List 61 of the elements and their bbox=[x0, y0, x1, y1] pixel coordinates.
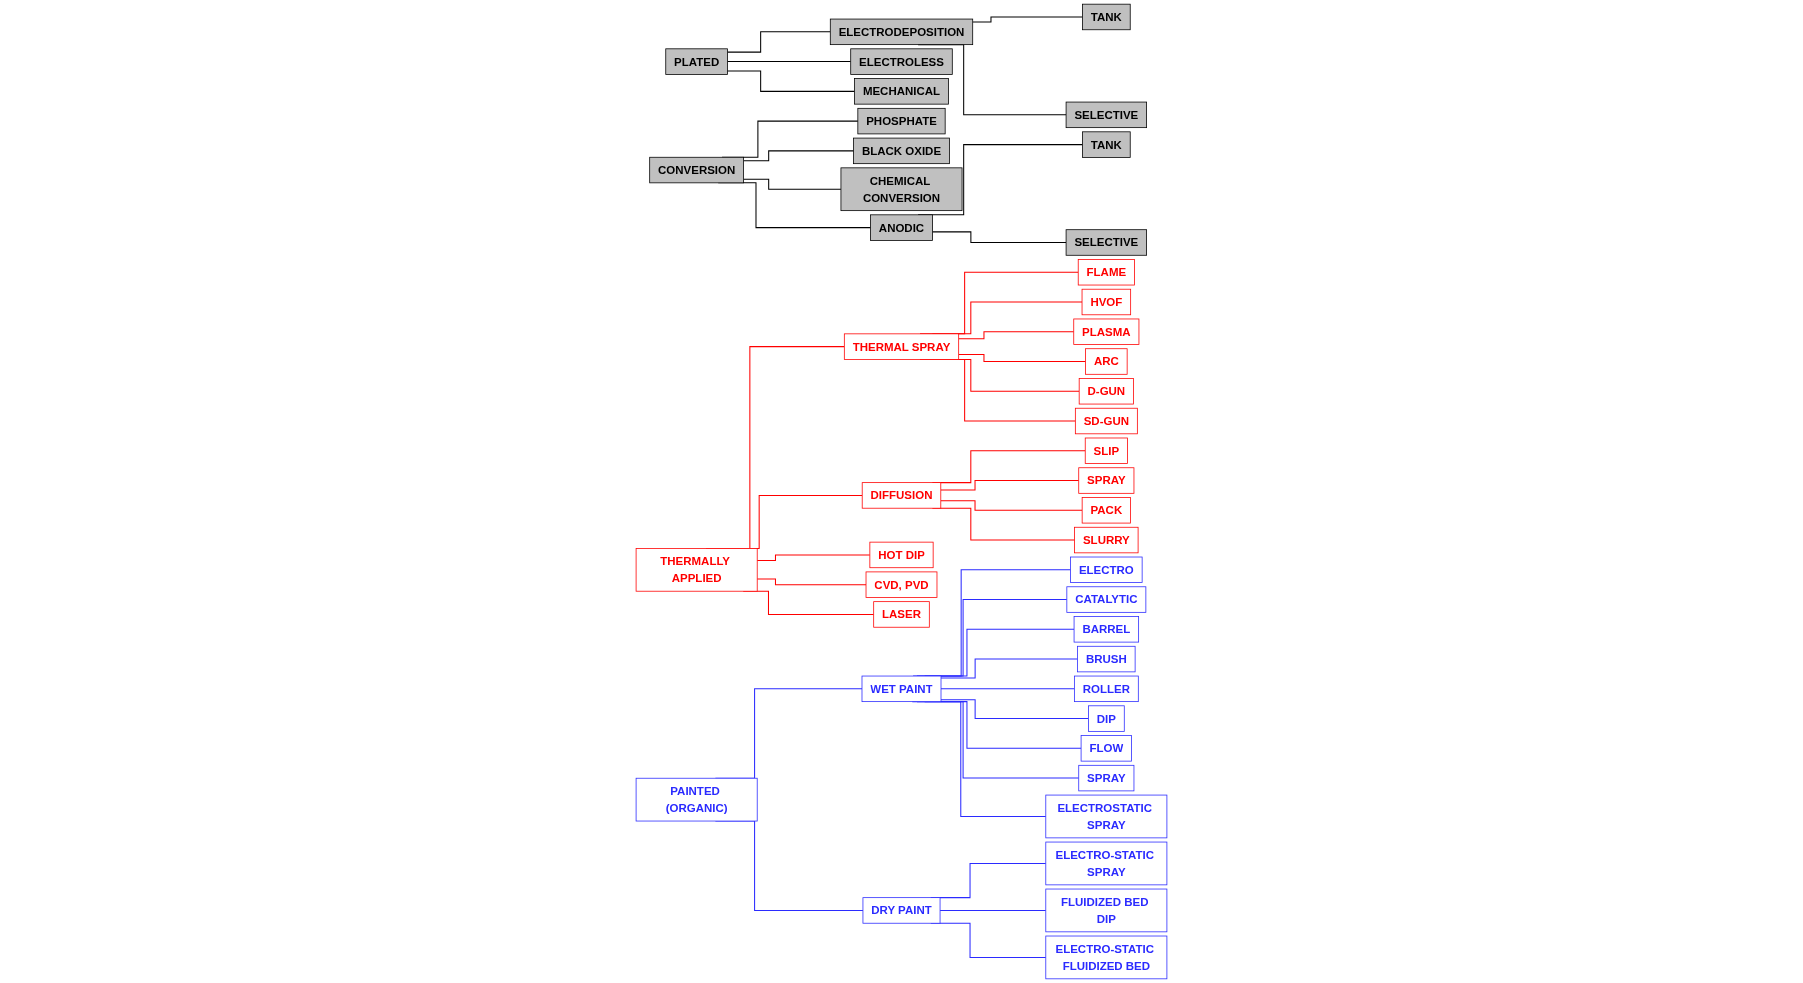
node-box: PACK bbox=[1081, 497, 1131, 524]
connector bbox=[940, 688, 1075, 690]
connector bbox=[932, 231, 1067, 243]
node-box: DIFFUSION bbox=[861, 482, 942, 509]
connector bbox=[727, 61, 852, 63]
connector bbox=[940, 699, 1089, 720]
node-box: SELECTIVE bbox=[1065, 229, 1147, 256]
node-box: CHEMICAL CONVERSION bbox=[840, 167, 963, 212]
node-box: PLATED bbox=[665, 48, 728, 75]
connector bbox=[743, 178, 842, 190]
connector bbox=[939, 909, 1047, 911]
node-box: SD-GUN bbox=[1074, 407, 1138, 435]
node-box: PAINTED (ORGANIC) bbox=[635, 777, 758, 822]
node-box: LASER bbox=[873, 601, 930, 628]
node-box: ROLLER bbox=[1074, 675, 1139, 702]
connector bbox=[940, 658, 1079, 679]
node-box: FLUIDIZED BED DIP bbox=[1045, 888, 1168, 933]
node-box: CVD, PVD bbox=[865, 571, 938, 598]
node-box: ELECTRO bbox=[1070, 556, 1143, 583]
node-box: TANK bbox=[1082, 3, 1131, 31]
node-box: BARREL bbox=[1073, 616, 1140, 643]
node-box: CONVERSION bbox=[649, 156, 744, 184]
connector bbox=[940, 500, 1083, 511]
node-box: SPRAY bbox=[1078, 764, 1135, 792]
node-box: SPRAY bbox=[1078, 467, 1135, 494]
node-box: PHOSPHATE bbox=[857, 107, 946, 135]
connector bbox=[727, 70, 856, 92]
connector bbox=[940, 480, 1080, 491]
node-box: ELECTROSTATIC SPRAY bbox=[1045, 794, 1168, 839]
node-box: THERMAL SPRAY bbox=[843, 333, 960, 360]
node-box: SLIP bbox=[1084, 437, 1128, 464]
connector bbox=[972, 16, 1083, 23]
node-box: SELECTIVE bbox=[1065, 101, 1147, 129]
node-box: HOT DIP bbox=[869, 541, 934, 569]
connector bbox=[756, 554, 871, 562]
node-box: DIP bbox=[1088, 705, 1125, 732]
node-box: CATALYTIC bbox=[1066, 586, 1147, 613]
node-box: THERMALLY APPLIED bbox=[635, 548, 758, 592]
node-box: TANK bbox=[1082, 131, 1131, 158]
node-box: DRY PAINT bbox=[862, 897, 941, 924]
node-box: MECHANICAL bbox=[854, 78, 949, 105]
node-box: ELECTRO-STATIC SPRAY bbox=[1045, 841, 1168, 886]
node-box: ELECTROLESS bbox=[850, 48, 953, 75]
node-box: BLACK OXIDE bbox=[853, 137, 950, 165]
node-box: ARC bbox=[1085, 348, 1128, 375]
node-box: FLAME bbox=[1077, 259, 1135, 286]
node-box: FLOW bbox=[1080, 735, 1132, 762]
connector bbox=[958, 331, 1075, 340]
connector bbox=[958, 354, 1087, 363]
connector bbox=[727, 31, 831, 53]
node-box: D-GUN bbox=[1078, 378, 1134, 405]
node-box: ELECTRODEPOSITION bbox=[829, 18, 974, 45]
connector bbox=[756, 578, 867, 586]
node-box: HVOF bbox=[1081, 288, 1132, 316]
node-box: ANODIC bbox=[870, 214, 933, 241]
node-box: ELECTRO-STATIC FLUIDIZED BED bbox=[1045, 935, 1168, 980]
node-box: WET PAINT bbox=[861, 675, 942, 702]
node-box: PLASMA bbox=[1073, 318, 1140, 345]
node-box: BRUSH bbox=[1077, 645, 1136, 673]
node-box: SLURRY bbox=[1074, 526, 1139, 554]
connector bbox=[743, 150, 855, 162]
